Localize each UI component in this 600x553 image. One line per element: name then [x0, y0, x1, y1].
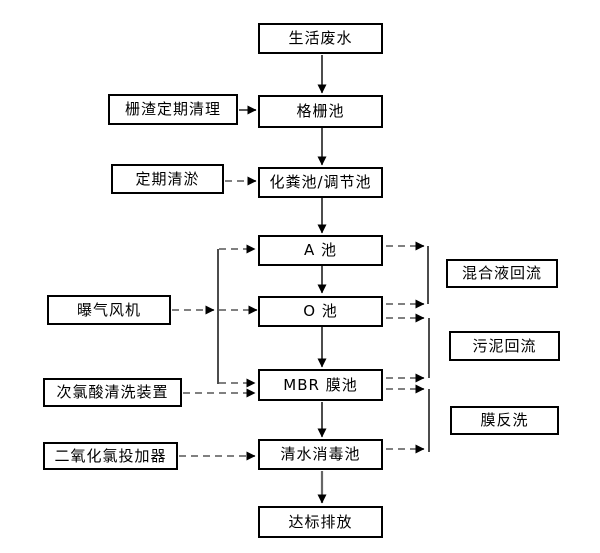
node-label: 格栅池: [296, 102, 345, 120]
node-mixed-liquor-return: 混合液回流: [446, 259, 558, 288]
node-standard-discharge: 达标排放: [258, 506, 383, 538]
right-recycle-lines: [427, 246, 430, 452]
node-label: 生活废水: [288, 29, 353, 47]
node-hypochlorous-acid-cleaning-device: 次氯酸清洗装置: [43, 378, 182, 407]
node-label: 曝气风机: [76, 300, 141, 319]
node-label: 达标排放: [288, 512, 353, 531]
node-label: 定期清淤: [135, 169, 200, 188]
node-label: 次氯酸清洗装置: [56, 383, 169, 401]
node-label: 膜反洗: [480, 411, 529, 429]
node-label: A 池: [303, 241, 338, 259]
node-label: 混合液回流: [461, 264, 542, 282]
right-dashed-arrows: [386, 241, 425, 454]
left-dashed-arrows: [172, 176, 258, 461]
node-label: 二氧化氯投加器: [54, 446, 167, 465]
node-a-tank: A 池: [258, 235, 383, 266]
node-septic-regulating-tank: 化粪池/调节池: [258, 167, 383, 198]
node-domestic-wastewater: 生活废水: [258, 23, 383, 54]
node-label: 清水消毒池: [280, 445, 361, 463]
node-clearwater-disinfection-tank: 清水消毒池: [258, 439, 383, 470]
node-aeration-blower: 曝气风机: [47, 295, 171, 325]
node-chlorine-dioxide-doser: 二氧化氯投加器: [43, 442, 178, 470]
node-sludge-return: 污泥回流: [449, 331, 560, 361]
node-mbr-membrane-tank: MBR 膜池: [258, 369, 383, 401]
node-label: 栅渣定期清理: [124, 100, 221, 118]
node-o-tank: O 池: [258, 296, 383, 327]
node-bar-screen-tank: 格栅池: [258, 95, 383, 128]
node-label: O 池: [303, 302, 338, 320]
node-membrane-backwash: 膜反洗: [450, 406, 559, 435]
node-label: 化粪池/调节池: [269, 173, 372, 191]
node-screenings-periodic-cleaning: 栅渣定期清理: [108, 94, 238, 125]
node-periodic-dredging: 定期清淤: [111, 164, 224, 194]
node-label: MBR 膜池: [283, 375, 358, 394]
node-label: 污泥回流: [472, 336, 537, 355]
